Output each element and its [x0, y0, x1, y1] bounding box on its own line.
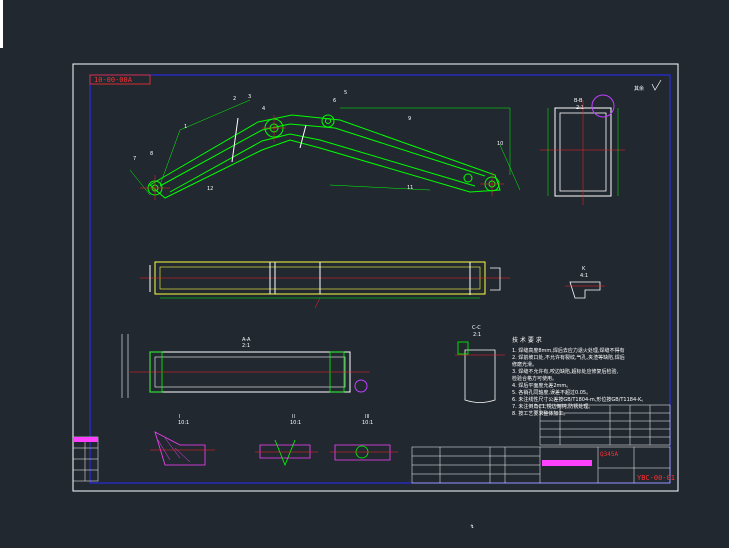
stray-mark: ↯: [470, 524, 474, 530]
tech-req-line-4: 3. 焊缝不允许有,咬边缺陷,超标处应修复后检验,: [512, 368, 619, 375]
section-bb: B-B 2:1: [540, 94, 625, 205]
detail-view-1: I 10:1: [150, 414, 215, 466]
boom-dimensions: [129, 99, 521, 196]
balloon-10: 10: [497, 141, 503, 147]
detail-2-scale: 10:1: [290, 420, 301, 426]
balloon-5: 5: [344, 90, 347, 96]
balloon-2: 2: [233, 96, 236, 102]
title-block: [411, 446, 671, 484]
bb-marker-circle: [591, 94, 615, 118]
tech-req-line-1: 1. 焊缝高度8mm,焊后去应力退火处理,焊缝不得有: [512, 347, 624, 354]
section-k: K 4:1: [565, 266, 605, 299]
roughness-label: 其余: [634, 85, 644, 92]
boom-front-view: [147, 114, 501, 199]
title-block-highlight: [542, 460, 592, 466]
tech-req-line-2: 2. 焊前坡口处,不允许有裂纹,气孔,夹渣等缺陷,焊后: [512, 354, 625, 361]
cc-scale: 2:1: [473, 332, 481, 338]
technical-requirements: 技 术 要 求 1. 焊缝高度8mm,焊后去应力退火处理,焊缝不得有 2. 焊前…: [512, 336, 646, 417]
balloon-4: 4: [262, 106, 265, 112]
sheet-frame: [72, 63, 679, 492]
parts-list-upper: [539, 404, 671, 446]
balloon-12: 12: [207, 186, 213, 192]
k-label: K: [582, 266, 586, 272]
boom-centerlines: [140, 115, 504, 200]
detail-view-3: III 10:1: [330, 414, 398, 461]
balloon-labels: 1 2 3 4 5 6 7 8 9 10 11 12: [133, 90, 503, 192]
boom-top-view: [140, 261, 510, 309]
detail-2-label: II: [292, 414, 295, 420]
revision-table: [72, 436, 99, 482]
code-tag-box: 10-00-00A: [89, 74, 151, 85]
drawing-number: YBC-00-01: [637, 474, 675, 482]
tech-req-line-3: 修磨光滑。: [512, 361, 537, 368]
balloon-6: 6: [333, 98, 336, 104]
balloon-1: 1: [184, 124, 187, 130]
k-scale: 4:1: [580, 273, 588, 279]
code-tag-text: 10-00-00A: [94, 76, 133, 84]
detail-view-2: II 10:1: [255, 414, 318, 467]
balloon-7: 7: [133, 156, 136, 162]
tech-req-line-9: 7. 未注倒角C1,锐边倒钝,防锈处理。: [512, 403, 593, 410]
aa-scale: 2:1: [242, 343, 250, 349]
detail-3-scale: 10:1: [362, 420, 373, 426]
bb-label: B-B: [574, 98, 583, 104]
tech-req-line-7: 5. 各销孔同轴度,误差不超过0.05。: [512, 389, 591, 396]
balloon-9: 9: [408, 116, 411, 122]
balloon-8: 8: [150, 151, 153, 157]
balloon-3: 3: [248, 94, 251, 100]
detail-1-label: I: [179, 414, 180, 420]
material-note: Q345A: [600, 451, 618, 458]
aa-label: A-A: [242, 337, 251, 343]
roughness-symbol: 其余: [634, 79, 662, 92]
tech-req-line-8: 6. 未注线性尺寸公差按GB/T1804-m,形位按GB/T1184-K。: [512, 396, 646, 403]
detail-3-label: III: [365, 414, 369, 420]
section-cc: C-C 2:1: [455, 325, 505, 403]
drawing-border: [89, 74, 671, 484]
cursor-bar: [0, 0, 3, 48]
tech-req-line-5: 检验合格方可使用。: [512, 375, 557, 382]
cc-label: C-C: [472, 325, 481, 331]
section-aa: A-A 2:1: [121, 334, 370, 398]
balloon-11: 11: [407, 185, 413, 191]
tech-req-title: 技 术 要 求: [512, 336, 542, 344]
tech-req-line-6: 4. 焊后平面度允差2mm。: [512, 382, 571, 389]
detail-1-scale: 10:1: [178, 420, 189, 426]
